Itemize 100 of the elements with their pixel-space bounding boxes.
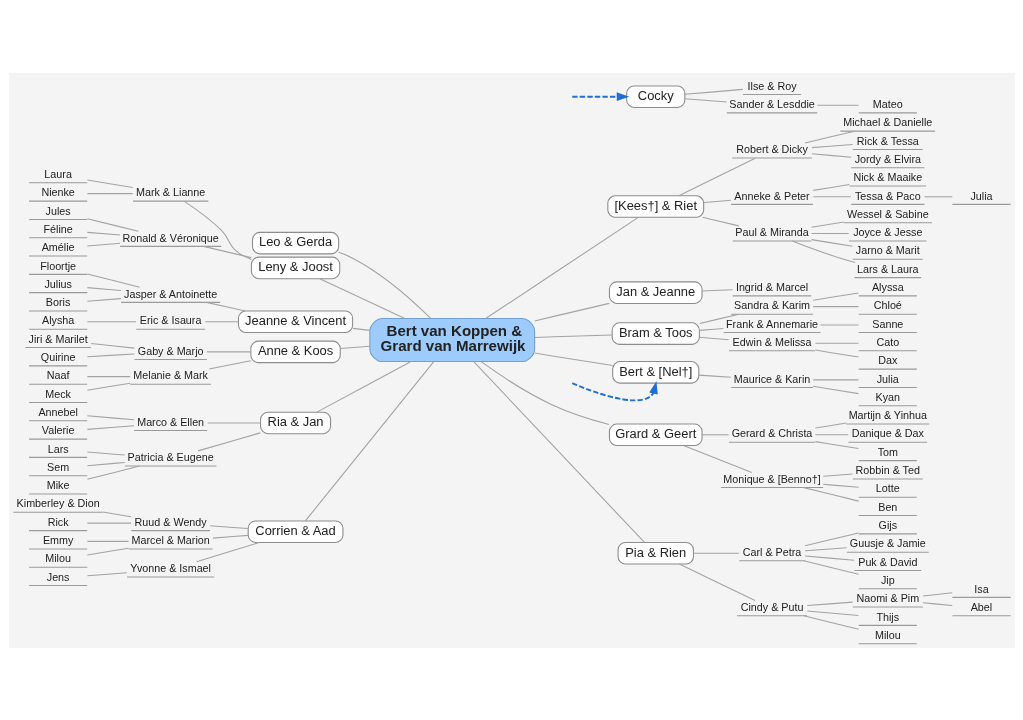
connector [304,360,434,521]
node-text: Robert & Dicky [735,142,808,155]
node-text: Julius [43,277,72,290]
connector [86,465,140,480]
node-box: Cocky [625,84,685,108]
connector [90,342,135,349]
connector [814,342,859,344]
connector [209,524,248,529]
connector [802,486,859,502]
node-text: Joyce & Jesse [852,225,922,238]
node-text: Ben [877,500,897,513]
node-text: Annebel [37,405,78,418]
node-text: Mark & Lianne [135,185,205,198]
node-text: Ingrid & Marcel [735,280,808,293]
node-box: Jeanne & Vincent [237,309,353,333]
node-text: Michael & Danielle [842,115,932,128]
node-text: Marcel & Marion [131,533,210,546]
node-text: Mateo [872,97,903,110]
node-text: Yvonne & Ismael [129,561,211,574]
node-text: Thijs [875,610,899,623]
connector [318,277,405,319]
connector [698,313,739,324]
connector [351,327,370,331]
connector [814,421,847,429]
node-text: Tessa & Paco [854,189,921,202]
connector [202,245,252,258]
connector [86,571,127,576]
connector [806,601,853,606]
node-text: Tom [877,445,898,458]
connector [812,305,859,307]
connector [182,200,252,260]
connector [86,547,129,556]
node-text: Lars & Laura [856,262,919,275]
node-text: Paul & Miranda [734,225,809,238]
connector [692,552,739,554]
node-text: Marco & Ellen [136,415,204,428]
connector [86,297,121,302]
node-text: Jip [880,573,895,586]
node-text: Quirine [40,350,75,363]
connector [804,130,855,143]
connector [86,320,137,322]
node-box: Leo & Gerda [251,231,339,254]
node-text: Sandra & Karim [733,298,810,311]
connector [701,433,729,435]
node-text: Laura [43,167,72,180]
connector [211,534,249,539]
connector [814,433,849,435]
node-text: Nick & Maaike [852,170,922,183]
node-text: Ronald & Véronique [122,231,219,244]
node-text: Julia [969,189,993,202]
connector [206,421,261,423]
node-text: Sander & Lesddie [728,97,815,110]
node-text: Meck [44,387,71,400]
node-text: Mike [46,478,69,491]
connector [806,610,859,616]
node-text: Cindy & Putu [740,600,803,613]
connector [197,431,261,451]
node-text: Abel [970,600,992,613]
node-box: Bram & Toos [611,321,700,345]
node-text: Amélie [41,240,75,253]
node-text: Wessel & Sabine [846,207,929,220]
node-text: Jens [46,570,69,583]
connector [819,323,859,325]
node-box: Jan & Jeanne [608,280,703,304]
connector [678,563,756,601]
node-text: Boris [45,295,70,308]
connector [86,192,133,194]
connector [86,414,134,420]
node-text: Eric & Isaura [139,313,201,326]
connector [814,440,859,449]
node-text: Jarno & Marit [855,243,920,256]
node-text: Ilse & Roy [747,79,797,92]
node-text: Jiri & Marilet [28,332,88,345]
connector [684,97,727,102]
node-text: Patricia & Eugene [127,450,214,463]
connector [810,143,853,148]
connector [804,554,855,561]
node-text: Isa [973,582,989,595]
connector [337,251,431,319]
node-text: Frank & Annemarie [725,317,818,330]
connector [921,601,953,606]
connector [472,360,645,543]
connector [86,375,131,377]
node-text: Julia [876,372,899,385]
connector [86,178,133,188]
connector [812,291,859,301]
node-text: Gaby & Marjo [137,344,204,357]
connector [684,88,743,95]
node-text: Danique & Dax [851,426,924,439]
node-text: Ruud & Wendy [134,515,207,528]
node-text: Anneke & Peter [733,189,810,202]
node-text: Nienke [40,185,75,198]
node-box: Bert & [Nel†] [611,360,699,384]
connector [802,614,859,630]
node-text: Naomi & Pim [855,591,919,604]
node-text: Sem [46,460,69,473]
connector [923,195,953,197]
connector [683,444,752,473]
node-text: Féline [43,222,73,235]
node-text: Jules [45,204,71,217]
